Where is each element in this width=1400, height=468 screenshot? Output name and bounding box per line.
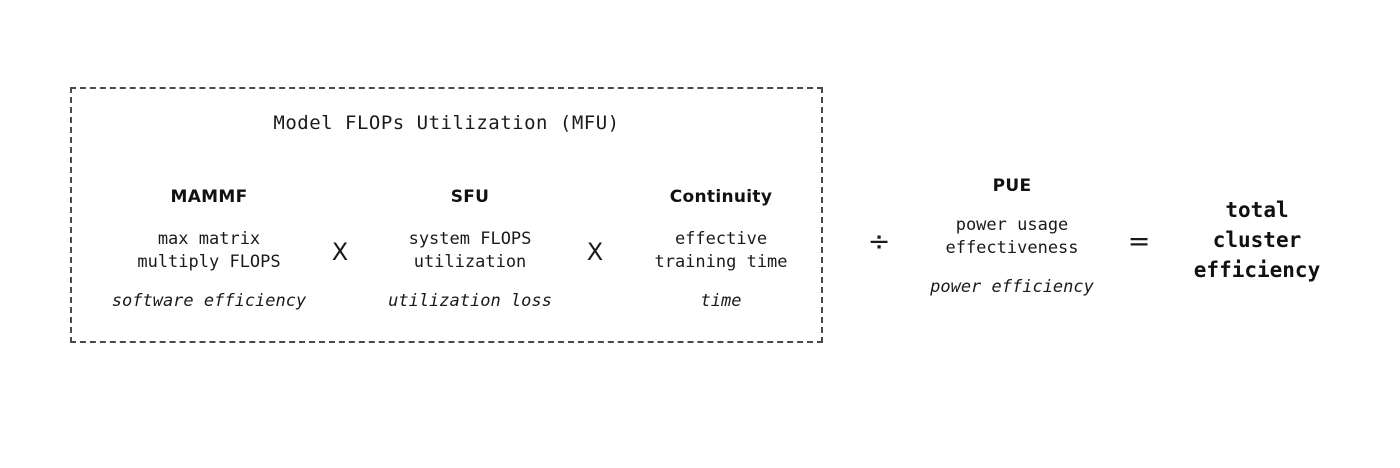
factor-sfu-description-line1: system FLOPS <box>408 229 532 249</box>
result-line3: efficiency <box>1193 257 1321 282</box>
factor-pue-description: power usage effectiveness <box>912 214 1112 260</box>
result-line2: cluster <box>1212 227 1302 252</box>
factor-pue-heading: PUE <box>992 176 1032 196</box>
factor-pue-description-line2: effectiveness <box>945 237 1079 258</box>
factor-pue-description-line1: power usage <box>955 215 1069 235</box>
factor-mammf-description-line1: max matrix <box>157 229 261 249</box>
factor-mammf-note: software efficiency <box>111 290 307 311</box>
factor-continuity-note: time <box>700 290 742 311</box>
factor-pue: PUE power usage effectiveness power effi… <box>912 176 1112 297</box>
mfu-group-box <box>70 87 823 343</box>
factor-mammf: MAMMF max matrix multiply FLOPS software… <box>106 187 312 311</box>
equals-operator: = <box>1127 226 1151 257</box>
factor-continuity: Continuity effective training time time <box>622 187 820 311</box>
factor-mammf-description-line2: multiply FLOPS <box>137 251 281 272</box>
multiply-operator-2: X <box>586 238 604 266</box>
result-line1: total <box>1225 198 1289 222</box>
factor-sfu-heading: SFU <box>450 187 490 207</box>
factor-sfu-description-line2: utilization <box>413 251 527 272</box>
factor-sfu: SFU system FLOPS utilization utilization… <box>370 187 570 311</box>
result-total-cluster-efficiency: total cluster efficiency <box>1168 196 1346 285</box>
factor-mammf-heading: MAMMF <box>170 187 248 207</box>
multiply-operator-1: X <box>331 238 349 266</box>
mfu-group-title: Model FLOPs Utilization (MFU) <box>273 112 620 134</box>
factor-continuity-description-line1: effective <box>674 229 768 249</box>
factor-mammf-description: max matrix multiply FLOPS <box>106 228 312 274</box>
factor-continuity-description: effective training time <box>622 228 820 274</box>
factor-continuity-heading: Continuity <box>669 187 773 207</box>
factor-continuity-description-line2: training time <box>654 251 788 272</box>
factor-pue-note: power efficiency <box>930 276 1094 297</box>
factor-sfu-description: system FLOPS utilization <box>370 228 570 274</box>
divide-operator: ÷ <box>867 226 891 257</box>
factor-sfu-note: utilization loss <box>388 290 552 311</box>
